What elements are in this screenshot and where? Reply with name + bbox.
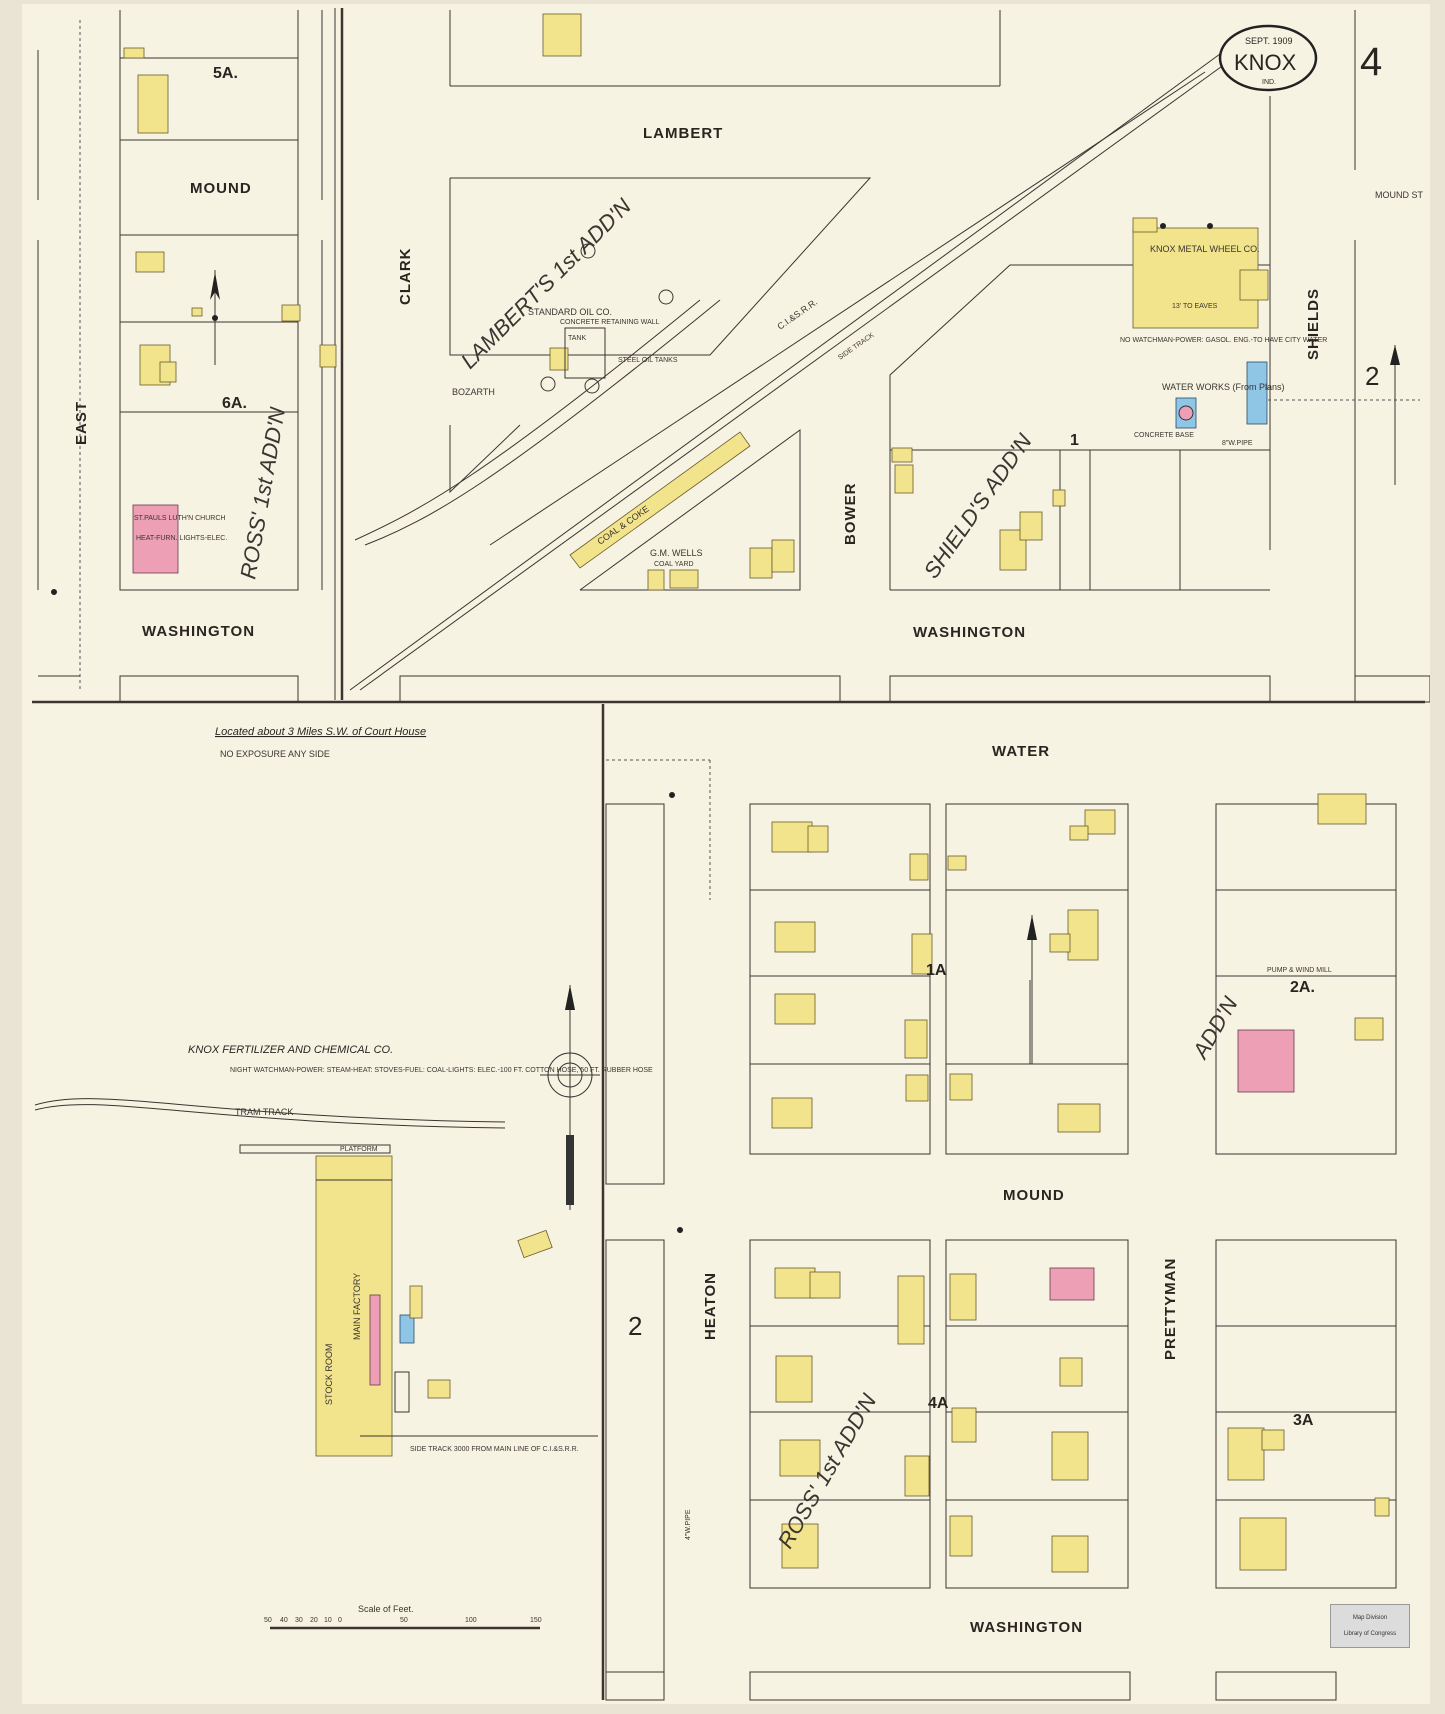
water-works-label: WATER WORKS (From Plans)	[1162, 382, 1285, 392]
main-factory-label: MAIN FACTORY	[352, 1273, 362, 1340]
title-town: KNOX	[1234, 50, 1297, 75]
bottom-left-panel: Located about 3 Miles S.W. of Court Hous…	[34, 726, 653, 1630]
scale-label: Scale of Feet.	[358, 1604, 414, 1614]
stamp-line-1: Map Division	[1352, 1615, 1388, 1621]
north-arrow-icon	[210, 272, 220, 300]
block-1a: 1A	[926, 962, 947, 979]
block-3a: 3A	[1293, 1412, 1314, 1429]
water-works-reservoir	[1246, 361, 1268, 425]
street-label-heaton: HEATON	[702, 1272, 719, 1340]
block-2a: 2A.	[1290, 979, 1315, 996]
church-note: HEAT-FURN. LIGHTS-ELEC.	[136, 535, 227, 542]
scale-tick: 50	[400, 1617, 408, 1624]
church-label: ST.PAULS LUTH'N CHURCH	[134, 515, 225, 522]
scale-tick: 100	[465, 1617, 477, 1624]
title-state: IND.	[1262, 79, 1276, 86]
block-6a: 6A.	[222, 395, 247, 412]
block-4a: 4A	[928, 1395, 949, 1412]
wells-label: G.M. WELLS	[650, 548, 703, 558]
street-label-bozarth: BOZARTH	[452, 387, 495, 397]
street-label-shields: SHIELDS	[1305, 288, 1322, 360]
pump-windmill-label: PUMP & WIND MILL	[1267, 967, 1332, 974]
top-right-panel: LAMBERT CLARK C.I.&S.R.R. SIDE TRACK STA…	[349, 10, 1431, 703]
street-label-bower: BOWER	[842, 483, 859, 546]
steel-tanks-label: STEEL OIL TANKS	[618, 357, 678, 364]
scale-tick: 50	[264, 1617, 272, 1624]
pipe-label: 4"W.PIPE	[685, 1509, 692, 1540]
scale-ticks: 50 40 30 20 10 0 50 100 150	[264, 1617, 542, 1624]
bottom-right-panel: WATER MOUND WASHINGTON HEATON PRETTYMAN …	[605, 743, 1397, 1701]
platform-label: PLATFORM	[340, 1146, 378, 1153]
adjoining-sheet-2: 2	[1365, 361, 1379, 391]
compass-rose-icon	[540, 985, 600, 1210]
pink-dwelling	[1237, 1029, 1295, 1093]
top-left-panel: MOUND WASHINGTON EAST 5A. 6A. ROSS' 1st …	[37, 10, 337, 703]
side-track-label: SIDE TRACK	[837, 332, 876, 362]
tram-track-label: TRAM TRACK	[235, 1107, 293, 1117]
street-label-lambert: LAMBERT	[643, 125, 723, 142]
church-building	[132, 504, 179, 574]
block-5a: 5A.	[213, 65, 238, 82]
library-stamp: Map Division Library of Congress	[1330, 1604, 1410, 1648]
street-label-washington-left: WASHINGTON	[142, 623, 255, 640]
side-track-note: SIDE TRACK 3000 FROM MAIN LINE OF C.I.&S…	[410, 1446, 579, 1453]
sheet-number: 4	[1360, 40, 1382, 84]
scale-tick: 40	[280, 1617, 288, 1624]
fertilizer-note: NIGHT WATCHMAN-POWER: STEAM-HEAT: STOVES…	[230, 1067, 653, 1074]
north-arrow-right-icon	[1390, 345, 1400, 365]
street-label-east: EAST	[73, 401, 90, 445]
railroad-label: C.I.&S.R.R.	[775, 297, 819, 332]
coal-yard-label: COAL YARD	[654, 561, 694, 568]
metal-wheel-factory	[1132, 227, 1259, 329]
street-label-mound-st: MOUND ST	[1375, 190, 1423, 200]
coal-coke-shed	[569, 431, 751, 569]
block-1: 1	[1070, 432, 1079, 449]
addition-lamberts: LAMBERT'S 1st ADD'N	[456, 193, 636, 373]
scale-tick: 10	[324, 1617, 332, 1624]
street-label-washington-top: WASHINGTON	[913, 624, 1026, 641]
scale-tick: 30	[295, 1617, 303, 1624]
night-watch-note: NO WATCHMAN-POWER: GASOL. ENG.-TO HAVE C…	[1120, 337, 1327, 344]
street-label-mound-top: MOUND	[190, 180, 252, 197]
metal-wheel-label: KNOX METAL WHEEL CO.	[1150, 244, 1260, 254]
eaves-label: 13' TO EAVES	[1172, 303, 1218, 310]
coal-coke-label: COAL & COKE	[595, 504, 650, 547]
street-label-prettyman: PRETTYMAN	[1162, 1258, 1179, 1360]
scale-tick: 0	[338, 1617, 342, 1624]
street-label-washington-bottom: WASHINGTON	[970, 1619, 1083, 1636]
title-date: SEPT. 1909	[1245, 36, 1293, 46]
street-label-mound-bottom: MOUND	[1003, 1187, 1065, 1204]
stock-room-label: STOCK ROOM	[324, 1344, 334, 1405]
concrete-base-label: CONCRETE BASE	[1134, 432, 1194, 439]
fertilizer-title: KNOX FERTILIZER AND CHEMICAL CO.	[188, 1044, 393, 1056]
street-label-water: WATER	[992, 743, 1050, 760]
scale-tick: 20	[310, 1617, 318, 1624]
map-sheet: MOUND WASHINGTON EAST 5A. 6A. ROSS' 1st …	[22, 4, 1431, 1704]
addition-lower-right: ADD'N	[1187, 992, 1243, 1064]
standard-oil-label: STANDARD OIL CO.	[528, 307, 612, 317]
title-cartouche: SEPT. 1909 KNOX IND. 4	[1218, 24, 1382, 92]
tank-label: TANK	[568, 335, 586, 342]
stamp-line-2: Library of Congress	[1343, 1631, 1397, 1637]
fertilizer-location: Located about 3 Miles S.W. of Court Hous…	[215, 726, 426, 738]
north-arrow-lower-icon	[1027, 915, 1037, 940]
map-canvas: MOUND WASHINGTON EAST 5A. 6A. ROSS' 1st …	[32, 8, 1431, 1701]
pipe8-label: 8"W.PIPE	[1222, 440, 1253, 447]
no-exposure: NO EXPOSURE ANY SIDE	[220, 749, 330, 759]
street-label-clark: CLARK	[397, 248, 414, 306]
scale-tick: 150	[530, 1617, 542, 1624]
addition-ross: ROSS' 1st ADD'N	[235, 405, 290, 581]
concrete-wall-label: CONCRETE RETAINING WALL	[560, 319, 660, 326]
adjoining-sheet-2-lower: 2	[628, 1311, 642, 1341]
